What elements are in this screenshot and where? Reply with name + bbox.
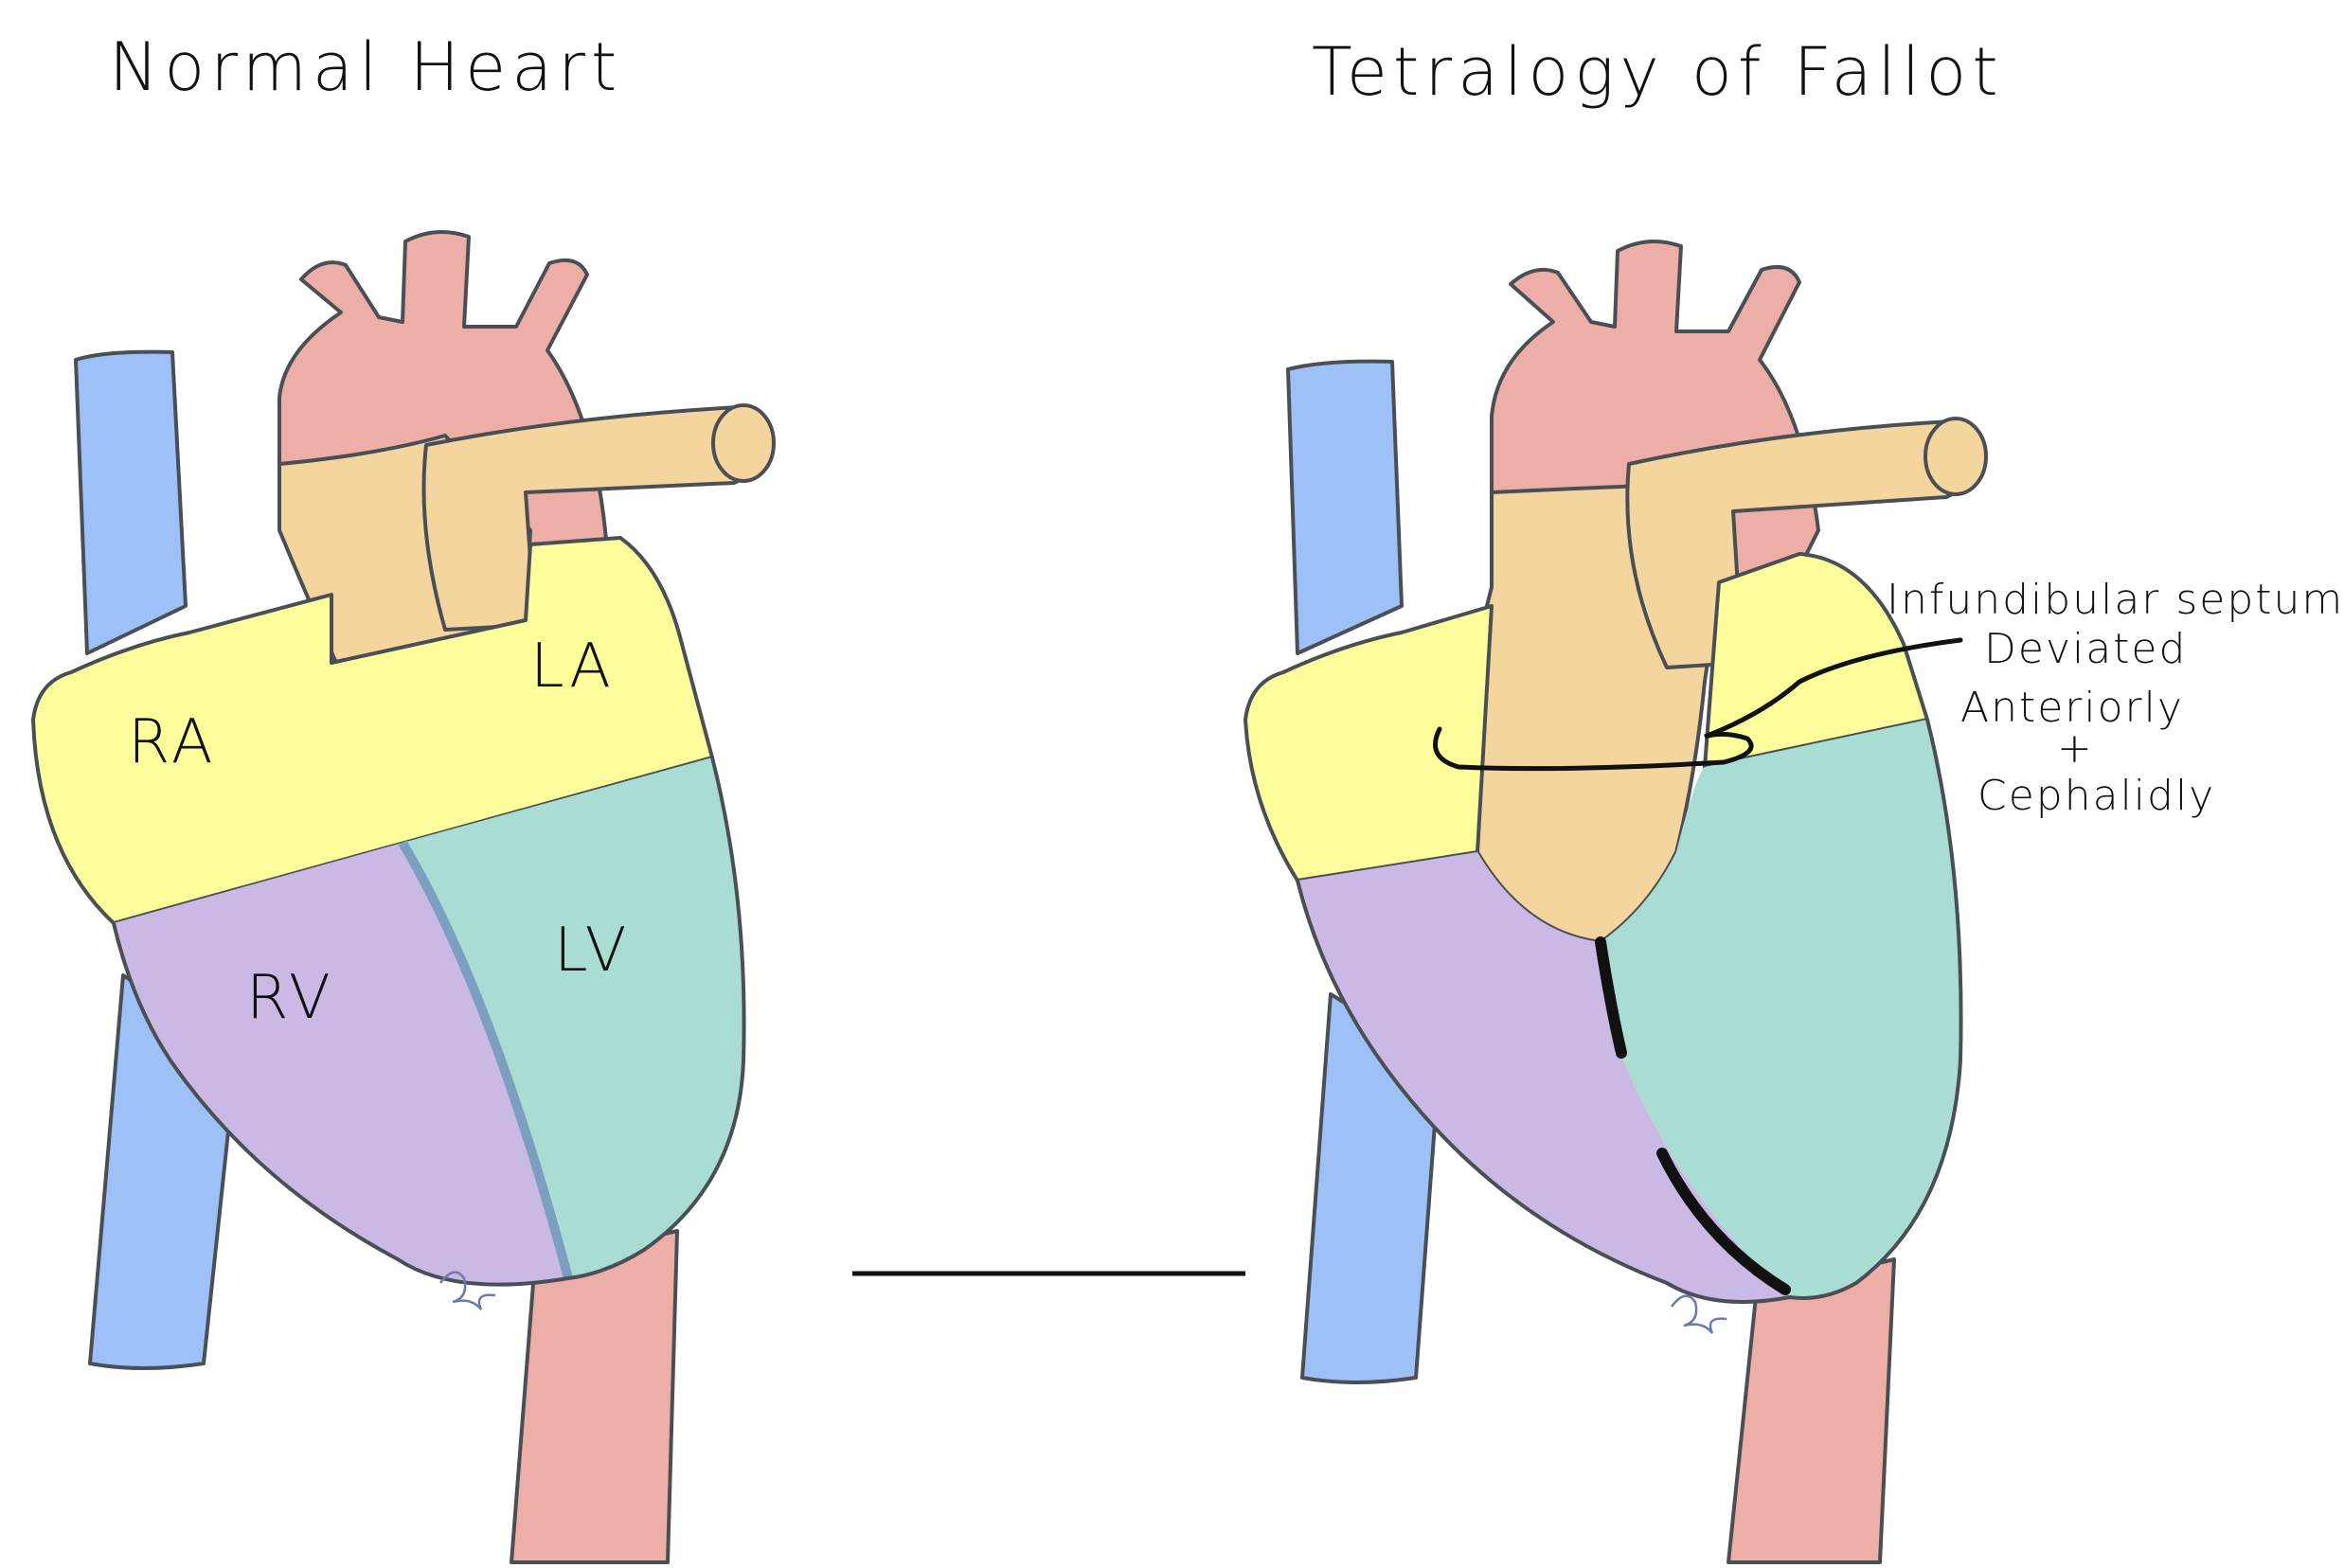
artist-signature xyxy=(439,1271,496,1310)
ventricles-outline xyxy=(112,756,746,1287)
annotation-line-infundibular-septum: Infundibular septum xyxy=(1887,576,2344,624)
tof-right-ventricle xyxy=(1297,852,1790,1302)
annotation-line-anteriorly: Anteriorly xyxy=(1960,684,2184,732)
annotation-line-plus: + xyxy=(2057,724,2094,773)
tof-heart-illustration xyxy=(1244,240,1988,1564)
pulmonary-artery-opening xyxy=(711,403,776,483)
tof-left-ventricle xyxy=(1601,720,1961,1298)
tof-left-atrium xyxy=(1703,552,1929,769)
infundibular-septum-loop xyxy=(1433,637,1963,772)
title-normal-heart: Normal Heart xyxy=(109,28,622,106)
tof-right-atrium xyxy=(1244,604,1494,882)
tof-pulmonary-artery-opening xyxy=(1924,417,1988,496)
tof-superior-vena-cava xyxy=(1286,359,1404,655)
title-tetralogy-of-fallot: Tetralogy of Fallot xyxy=(1312,33,2004,111)
interventricular-septum xyxy=(398,840,573,1280)
infundibular-annotation: Infundibular septum Deviated Anteriorly … xyxy=(1887,576,2344,820)
label-rv: RV xyxy=(246,963,334,1033)
tof-artist-signature xyxy=(1671,1294,1727,1334)
annotation-line-deviated: Deviated xyxy=(1984,625,2187,673)
annotation-line-cephalidly: Cephalidly xyxy=(1977,772,2215,820)
tof-septum-mark-lower xyxy=(1656,1148,1791,1295)
left-ventricle xyxy=(403,757,744,1278)
normal-heart-illustration: RA LA RV LV xyxy=(31,230,776,1564)
label-ra: RA xyxy=(128,707,217,777)
atria-region xyxy=(31,536,714,925)
label-la: LA xyxy=(530,632,615,702)
tof-descending-aorta xyxy=(1727,1257,1896,1564)
superior-vena-cava xyxy=(74,349,188,655)
label-lv: LV xyxy=(554,916,630,986)
tof-septum-mark-upper xyxy=(1595,936,1627,1059)
tof-ventricles-outline xyxy=(1296,718,1963,1304)
